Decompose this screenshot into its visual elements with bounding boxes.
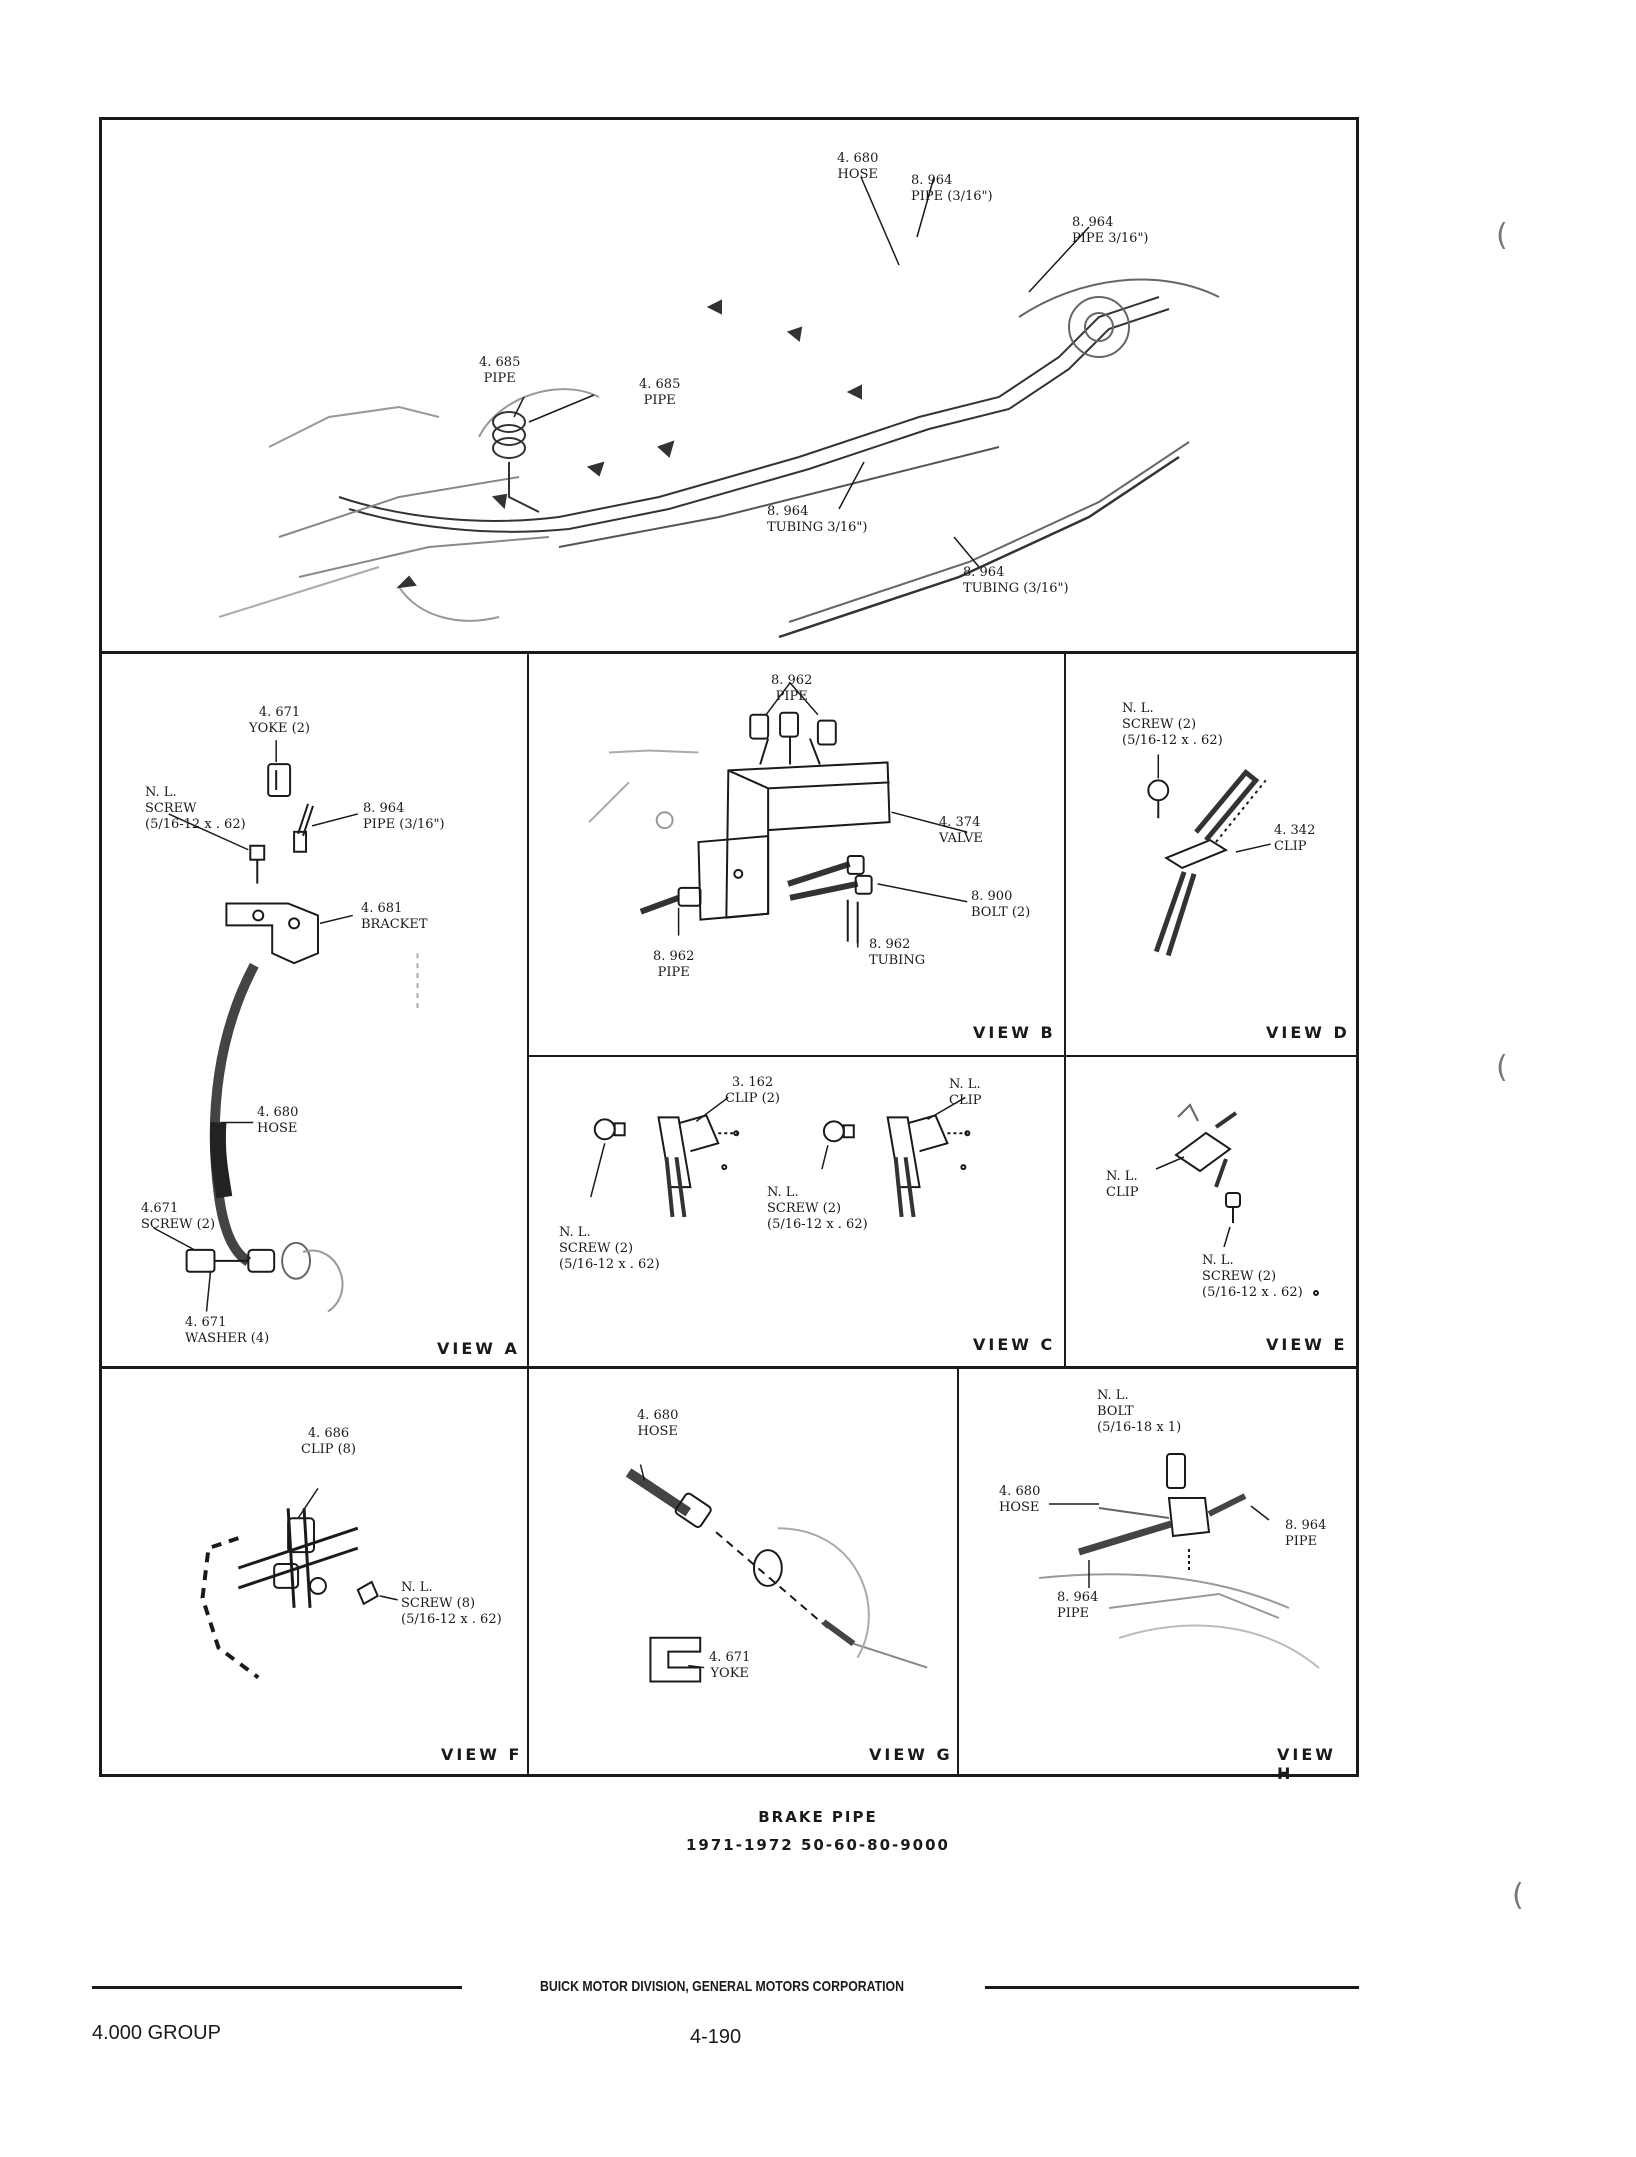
label-screw: N. L.SCREW (2)(5/16-12 x . 62): [1122, 701, 1223, 748]
chassis-brake-line-drawing: [218, 176, 1220, 639]
view-h-drawing: [1038, 1453, 1320, 1669]
binder-hole-mark-top: (: [1496, 218, 1508, 253]
label-screw: N. L.SCREW (8)(5/16-12 x . 62): [401, 1580, 502, 1627]
binder-hole-mark-bottom: (: [1512, 1878, 1524, 1913]
footer-group: 4.000 GROUP: [92, 2022, 221, 2044]
footer-rule-left: [92, 1986, 462, 1989]
divider-bottom-row: [99, 1366, 1359, 1369]
binder-hole-mark-mid: (: [1496, 1050, 1508, 1085]
divider-main: [99, 651, 1359, 654]
view-a-title: VIEW A: [437, 1339, 520, 1358]
label-screw-nl: N. L.SCREW(5/16-12 x . 62): [145, 785, 246, 832]
view-c-title: VIEW C: [973, 1335, 1056, 1354]
view-h-title: VIEW H: [1277, 1745, 1336, 1783]
view-b-title: VIEW B: [973, 1023, 1056, 1042]
diagram-frame: [99, 117, 1359, 1777]
view-f-drawing: [200, 1487, 398, 1680]
diagram-title: BRAKE PIPE: [758, 1808, 878, 1826]
view-e-panel: N. L.CLIP N. L.SCREW (2)(5/16-12 x . 62)…: [1066, 1057, 1359, 1367]
label-clip: N. L.CLIP: [1106, 1169, 1139, 1200]
label-screw-mid: N. L.SCREW (2)(5/16-12 x . 62): [767, 1185, 868, 1232]
view-g-title: VIEW G: [869, 1745, 953, 1764]
view-a-drawing: [153, 740, 419, 1313]
view-e-title: VIEW E: [1266, 1335, 1348, 1354]
footer-page-number: 4-190: [690, 2026, 742, 2048]
label-clip-nl: N. L.CLIP: [949, 1077, 982, 1108]
diagram-subtitle: 1971-1972 50-60-80-9000: [686, 1836, 950, 1854]
view-e-drawing: [1155, 1103, 1319, 1296]
view-d-drawing: [1147, 754, 1271, 957]
footer-rule-right: [985, 1986, 1359, 1989]
footer-division: BUICK MOTOR DIVISION, GENERAL MOTORS COR…: [540, 1978, 905, 1995]
view-b-drawing: [588, 681, 968, 948]
view-c-drawing: [590, 1096, 971, 1218]
view-g-drawing: [625, 1464, 928, 1683]
label-bolt: N. L.BOLT(5/16-18 x 1): [1097, 1388, 1182, 1435]
view-f-title: VIEW F: [441, 1745, 523, 1764]
label-screw-left: N. L.SCREW (2)(5/16-12 x . 62): [559, 1225, 660, 1272]
label-screw: N. L.SCREW (2)(5/16-12 x . 62): [1202, 1253, 1303, 1300]
view-d-title: VIEW D: [1266, 1023, 1350, 1042]
